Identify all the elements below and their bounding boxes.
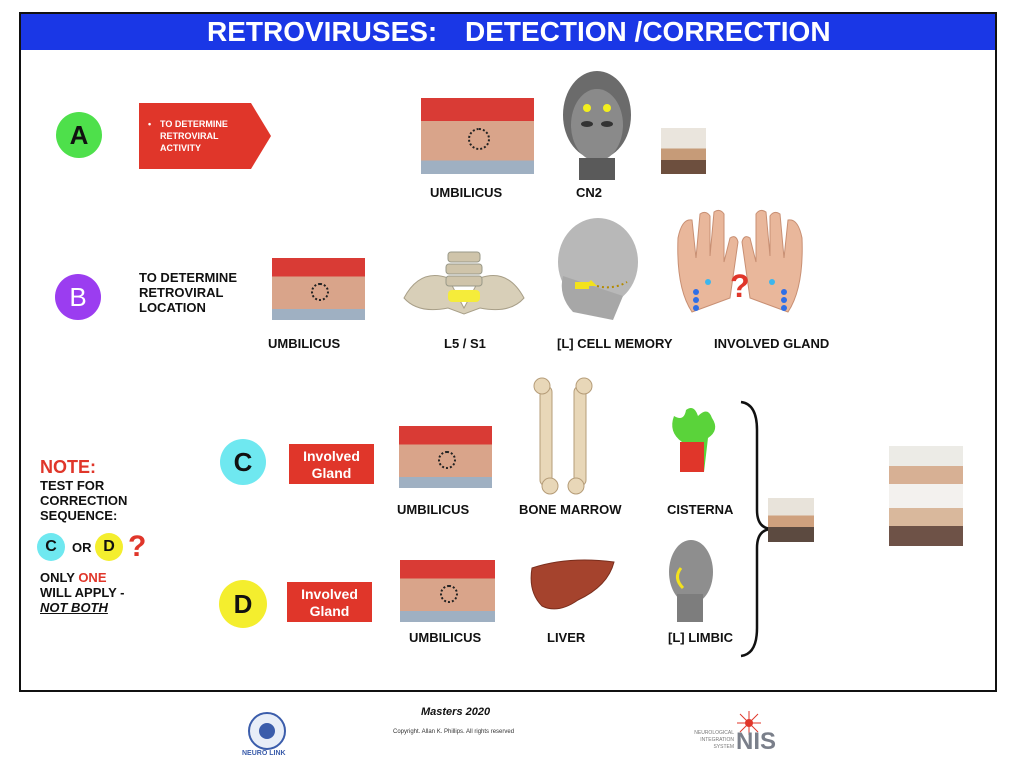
header-title-right: DETECTION /CORRECTION: [465, 14, 831, 50]
practitioner-small-photo-a: [661, 128, 706, 174]
badge-d: D: [219, 580, 267, 628]
liver-image: [528, 556, 618, 616]
label-cell-memory: [L] CELL MEMORY: [557, 336, 673, 351]
head-cell-memory-image: [553, 216, 643, 320]
note-badge-d: D: [95, 533, 123, 561]
note-only-line: ONLY ONE: [40, 570, 106, 585]
badge-b: B: [55, 274, 101, 320]
note-will-apply: WILL APPLY -: [40, 585, 125, 600]
label-l5-s1: L5 / S1: [444, 336, 486, 351]
practitioner-small-photo-cd: [768, 498, 814, 542]
involved-gland-box-c: Involved Gland: [289, 444, 374, 484]
row-b-text: TO DETERMINE RETROVIRAL LOCATION: [139, 270, 249, 315]
umbilicus-photo-a: [421, 98, 534, 174]
bone-marrow-image: [530, 376, 600, 496]
footer-copyright: Copyright. Allan K. Phillips. All rights…: [393, 729, 514, 735]
row-a-arrow-text: • TO DETERMINE RETROVIRAL ACTIVITY: [148, 118, 248, 154]
practitioner-large-photo: [889, 446, 963, 546]
involved-gland-box-d: Involved Gland: [287, 582, 372, 622]
slide-header: RETROVIRUSES: DETECTION /CORRECTION: [21, 14, 995, 50]
nis-logo-text: NIS: [736, 728, 776, 756]
umbilicus-photo-d: [400, 560, 495, 622]
label-cisterna: CISTERNA: [667, 502, 733, 517]
label-limbic: [L] LIMBIC: [668, 630, 733, 645]
involved-gland-question-mark: ?: [730, 268, 750, 305]
head-limbic-image: [667, 538, 715, 622]
label-umbilicus-a: UMBILICUS: [430, 185, 502, 200]
cisterna-image: [664, 402, 724, 474]
note-not-both: NOT BOTH: [40, 600, 108, 615]
umbilicus-photo-b: [272, 258, 365, 320]
footer-title: Masters 2020: [421, 706, 490, 718]
badge-c: C: [220, 439, 266, 485]
header-title-left: RETROVIRUSES:: [207, 14, 437, 50]
head-cn2-image: [557, 70, 637, 180]
nis-logo-small-text: NEUROLOGICAL INTEGRATION SYSTEM: [686, 730, 734, 751]
label-umbilicus-d: UMBILICUS: [409, 630, 481, 645]
label-bone-marrow: BONE MARROW: [519, 502, 622, 517]
note-question-mark: ?: [128, 530, 146, 564]
label-involved-gland: INVOLVED GLAND: [714, 336, 829, 351]
label-umbilicus-c: UMBILICUS: [397, 502, 469, 517]
label-cn2: CN2: [576, 185, 602, 200]
note-badge-c: C: [37, 533, 65, 561]
label-liver: LIVER: [547, 630, 585, 645]
pelvis-l5-s1-image: [400, 248, 528, 316]
note-title: NOTE:: [40, 457, 96, 478]
neurolink-logo-text: NEURO LINK: [242, 750, 286, 757]
umbilicus-photo-c: [399, 426, 492, 488]
neurolink-logo: [246, 710, 288, 752]
note-body: TEST FOR CORRECTION SEQUENCE:: [40, 478, 150, 523]
note-or: OR: [72, 540, 92, 555]
badge-a: A: [56, 112, 102, 158]
label-umbilicus-b: UMBILICUS: [268, 336, 340, 351]
